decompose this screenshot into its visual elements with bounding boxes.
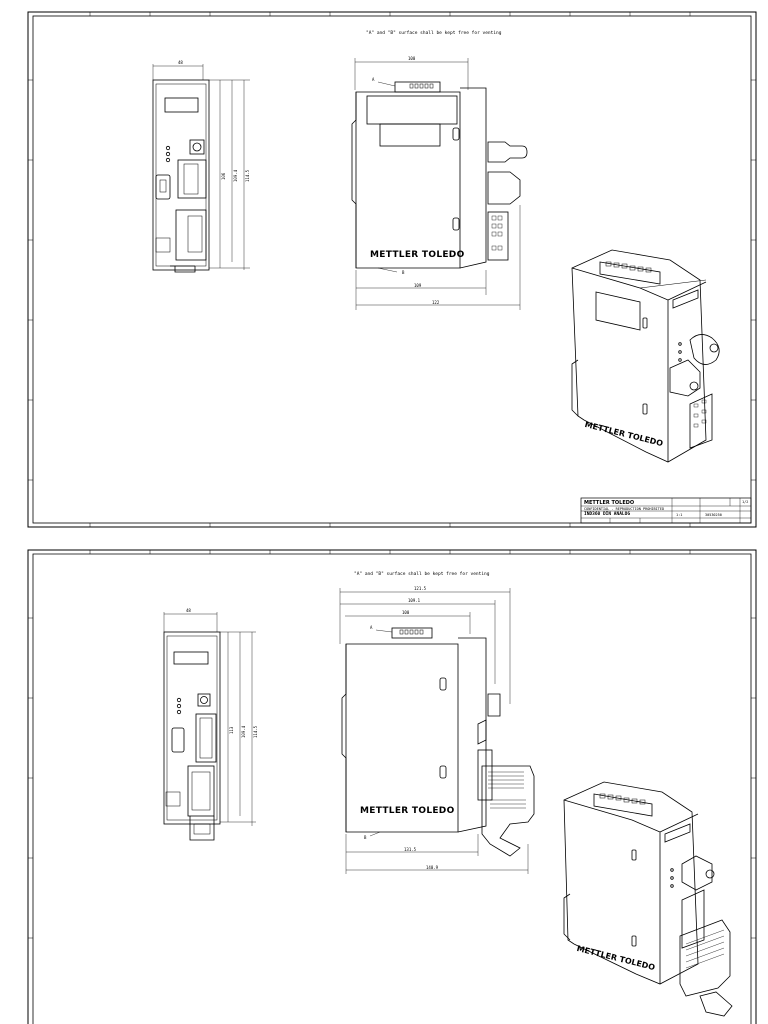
surface-label-a: A [372,77,375,82]
front-height-dimension-2: 109.4 [233,169,238,182]
sheet-1-linework [27,11,757,528]
front-height-dimension-1: 106 [221,172,226,180]
side-top-dimension-2: 109.1 [408,598,421,603]
side-bottom-dimension-1: 109 [414,283,422,288]
sheet-2-linework [27,549,757,1024]
front-width-dimension: 48 [178,60,183,65]
front-height-dimension-2: 109.4 [241,725,246,738]
side-view-brand: METTLER TOLEDO [370,250,465,260]
side-bottom-dimension-2: 122 [432,300,440,305]
title-block-sheet: 1/2 [742,500,749,504]
venting-note: "A" and "B" surface shall be kept free f… [354,572,490,577]
front-height-dimension-3: 114.5 [245,169,250,182]
surface-label-a: A [370,625,373,630]
side-bottom-dimension-2: 140.9 [426,865,439,870]
surface-label-b: B [402,270,405,275]
side-top-dimension-3: 100 [402,610,410,615]
side-top-dimension: 100 [408,56,416,61]
title-block-scale: 1:1 [676,513,683,517]
surface-label-b: B [364,835,367,840]
venting-note: "A" and "B" surface shall be kept free f… [366,31,502,36]
front-height-dimension-3: 114.5 [253,725,258,738]
title-block-company: METTLER TOLEDO [584,500,635,506]
front-width-dimension: 48 [186,608,191,613]
title-block-title: IND360 DIN ANALOG [584,512,631,517]
side-top-dimension-1: 121.5 [414,586,427,591]
drawing-sheet-2: "A" and "B" surface shall be kept free f… [0,544,768,1024]
drawing-sheet-1: "A" and "B" surface shall be kept free f… [27,11,757,528]
side-view-brand: METTLER TOLEDO [360,806,455,816]
title-block-drawing-number: 30530250 [705,513,722,517]
title-block-notice: CONFIDENTIAL - REPRODUCTION PROHIBITED [584,507,665,511]
front-height-dimension-1: 113 [229,726,234,734]
side-bottom-dimension-1: 131.5 [404,847,417,852]
